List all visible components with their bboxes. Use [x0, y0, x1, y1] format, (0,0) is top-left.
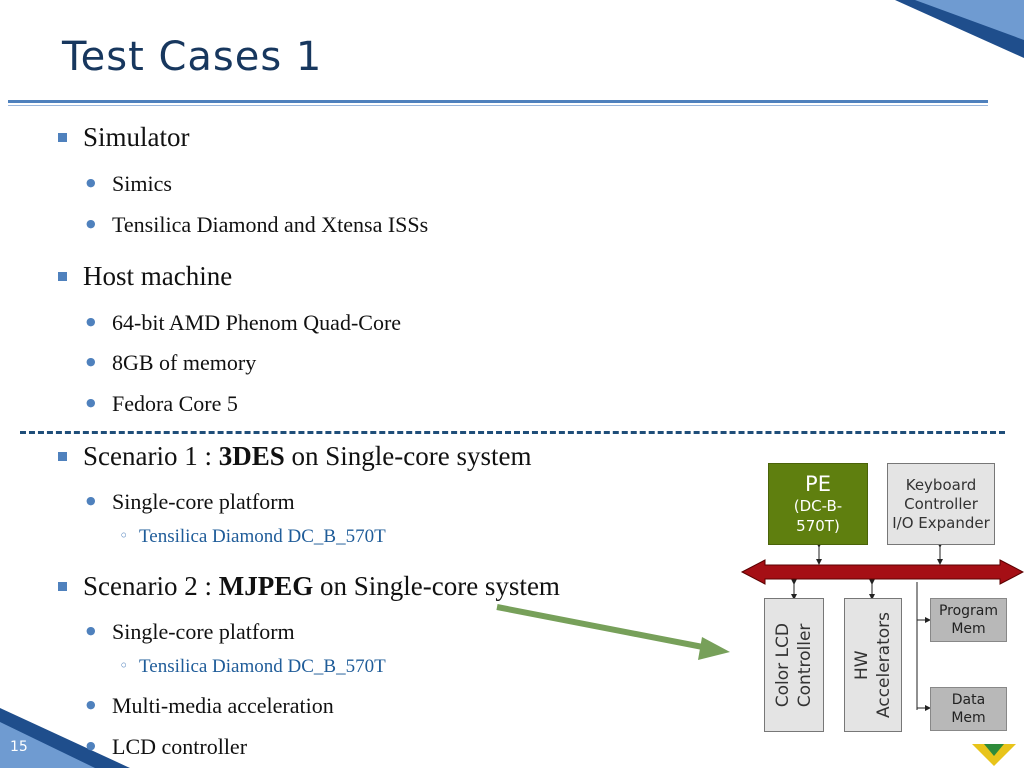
title-underline-thin [8, 105, 988, 106]
program-mem-block: Program Mem [930, 598, 1007, 642]
bullet-simics: Simics [86, 171, 172, 197]
data-mem-line-2: Mem [951, 710, 986, 726]
lcd-line-1: Color LCD [773, 622, 793, 708]
section-divider [20, 431, 1005, 434]
bullet-lcd: LCD controller [86, 734, 247, 760]
scenario-1-prefix: Scenario 1 : [83, 441, 219, 471]
bullet-host-machine: Host machine [57, 261, 233, 291]
pe-title: PE [805, 472, 831, 496]
bullet-s2-platform: Single-core platform [86, 619, 295, 645]
data-mem-line-1: Data [951, 692, 986, 708]
data-mem-block: Data Mem [930, 687, 1007, 731]
bullet-simulator: Simulator [58, 122, 190, 152]
bullet-s1-core: Tensilica Diamond DC_B_570T [119, 526, 386, 548]
bullet-multimedia: Multi-media acceleration [86, 693, 334, 719]
bullet-scenario-2: Scenario 2 : MJPEG on Single-core system [58, 571, 560, 602]
hw-line-1: HW [852, 650, 872, 680]
pointer-arrow-icon [698, 637, 730, 660]
system-bus [740, 559, 1024, 585]
lcd-controller-block: Color LCD Controller [764, 598, 824, 732]
bullet-tensilica-iss: Tensilica Diamond and Xtensa ISSs [86, 212, 428, 238]
hw-accelerators-block: HW Accelerators [844, 598, 902, 732]
scenario-2-app: MJPEG [218, 571, 314, 601]
scenario-1-app: 3DES [218, 441, 285, 471]
pe-subtitle-2: 570T) [796, 517, 840, 535]
bullet-scenario-1: Scenario 1 : 3DES on Single-core system [57, 441, 532, 472]
scenario-1-suffix: on Single-core system [284, 441, 532, 471]
hw-line-2: Accelerators [874, 612, 894, 718]
bullet-memory: 8GB of memory [86, 350, 256, 376]
keyboard-line-1: Keyboard [905, 475, 977, 494]
page-title: Test Cases 1 [62, 34, 323, 80]
bullet-s2-core: Tensilica Diamond DC_B_570T [119, 656, 386, 678]
keyboard-controller-block: Keyboard Controller I/O Expander [887, 463, 995, 545]
keyboard-line-3: I/O Expander [892, 513, 990, 532]
keyboard-line-2: Controller [904, 494, 978, 513]
bullet-s1-platform: Single-core platform [86, 489, 295, 515]
bullet-amd: 64-bit AMD Phenom Quad-Core [86, 310, 401, 336]
lcd-line-2: Controller [795, 623, 815, 707]
title-underline [8, 100, 988, 103]
pe-block: PE (DC-B- 570T) [768, 463, 868, 545]
page-number: 15 [10, 739, 28, 755]
pe-subtitle-1: (DC-B- [793, 497, 843, 515]
program-mem-line-1: Program [938, 603, 999, 619]
scenario-2-suffix: on Single-core system [313, 571, 560, 601]
scenario-2-prefix: Scenario 2 : [83, 571, 219, 601]
program-mem-line-2: Mem [951, 621, 986, 637]
bullet-fedora: Fedora Core 5 [86, 391, 238, 417]
